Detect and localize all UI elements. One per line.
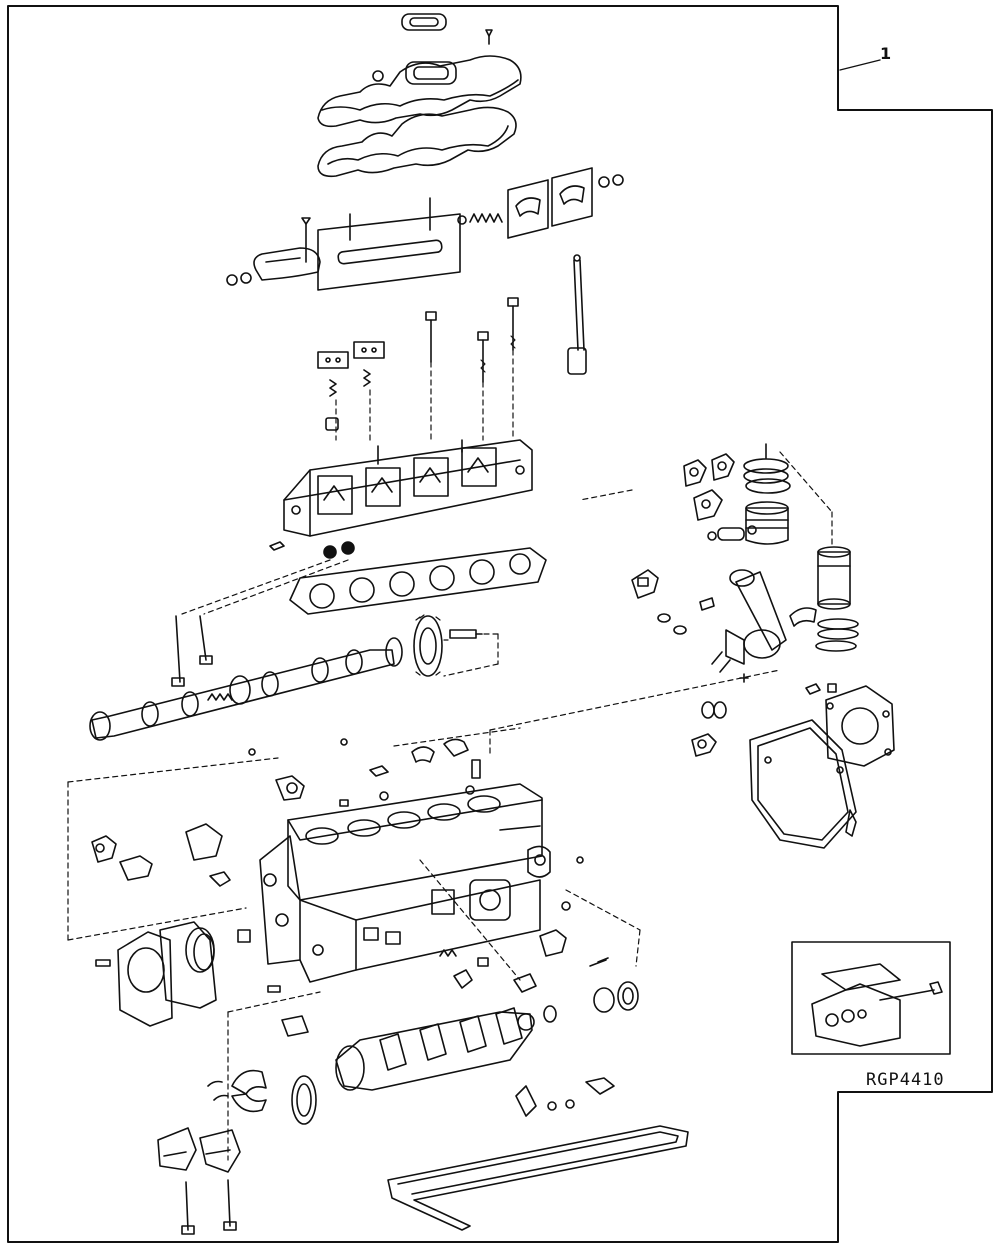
connecting-rod: [699, 569, 787, 683]
lower-small-parts: [281, 969, 615, 1117]
thrust-washers: [543, 981, 639, 1023]
valve-springs: [325, 369, 371, 431]
rear-cover-gasket: [825, 685, 895, 767]
alignment-guides-upper: [181, 349, 633, 615]
figure-code: RGP4410: [866, 1070, 945, 1090]
long-head-bolts: [171, 615, 213, 687]
camshaft-guide: [443, 633, 499, 677]
rocker-cover: [317, 55, 522, 128]
liner-o-rings: [815, 618, 859, 652]
main-bearing-caps: [157, 1127, 241, 1173]
rocker-cover-gasket: [317, 106, 517, 178]
piston-rings: [743, 443, 791, 494]
main-bearings: [207, 1069, 267, 1113]
valve-spring-retainers: [317, 341, 385, 369]
rocker-spring: [457, 213, 503, 225]
piston: [745, 501, 789, 545]
small-seals-right: [631, 569, 727, 757]
cylinder-head-gasket: [289, 547, 547, 615]
rocker-shaft: [317, 197, 461, 291]
rocker-arm-assembly: [226, 217, 321, 286]
cylinder-block: [259, 783, 551, 983]
block-small-parts-lower: [95, 856, 609, 967]
camshaft: [89, 649, 395, 741]
block-plugs: [237, 738, 481, 993]
front-plate-gasket: [91, 823, 231, 887]
pushrod: [573, 254, 585, 351]
rear-seal-housing: [117, 921, 217, 1027]
piston-guide: [779, 451, 833, 549]
main-cap-bolts: [181, 1179, 237, 1235]
rod-bearing: [789, 607, 817, 627]
piston-gaskets: [683, 453, 735, 521]
right-small-parts: [805, 683, 837, 695]
cylinder-head: [283, 439, 533, 537]
oil-pump-inset: [791, 941, 951, 1055]
crankshaft: [335, 1007, 535, 1091]
callout-number: 1: [880, 44, 892, 63]
flywheel-housing-gasket: [749, 719, 857, 849]
rocker-arm-pair: [507, 167, 624, 239]
block-guides: [67, 669, 781, 1161]
oil-pan-gasket: [387, 1125, 689, 1231]
piston-pin: [707, 527, 745, 541]
rocker-cover-oil-cap-gasket: [401, 13, 447, 31]
cylinder-liner: [817, 546, 851, 610]
head-dowels: [269, 541, 355, 559]
cover-screw: [485, 29, 493, 45]
camshaft-gear: [385, 614, 483, 677]
callout-leader: [839, 59, 881, 71]
figure-frame: [7, 5, 993, 1243]
head-bolts: [425, 297, 519, 383]
crankshaft-gear: [291, 1075, 317, 1125]
tappet: [567, 347, 587, 375]
